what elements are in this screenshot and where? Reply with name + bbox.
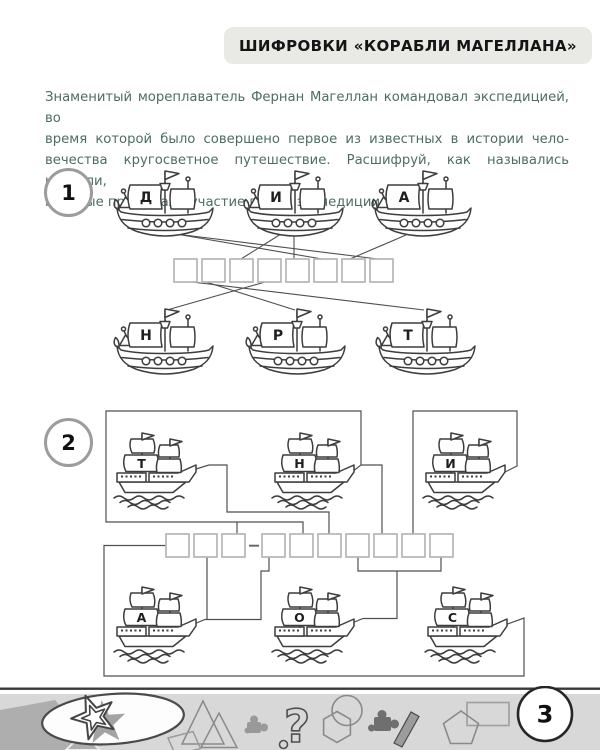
- puzzle1-answer-square-2[interactable]: [201, 258, 226, 283]
- puzzle2-answer-square-7[interactable]: [429, 533, 454, 558]
- connector-line: [166, 281, 266, 311]
- caravel-ship-Д: Д: [113, 170, 214, 237]
- connector-line: [191, 281, 425, 311]
- puzzle1-answer-square-5[interactable]: [285, 258, 310, 283]
- puzzle1-answer-square-3[interactable]: [229, 258, 254, 283]
- ship-letter: Т: [137, 456, 146, 471]
- star-icon: [70, 694, 115, 741]
- ship-letter: А: [399, 190, 410, 206]
- ship-letter: Д: [140, 190, 152, 206]
- footer-decor-bar: ? 3: [0, 686, 600, 750]
- ship-letter: А: [137, 610, 147, 625]
- connector-path: [193, 557, 270, 625]
- galleon-ship-О: О: [271, 586, 355, 664]
- puzzle2-canvas: Т Н И А О С: [103, 410, 525, 677]
- puzzle2-answer-square-1[interactable]: [261, 533, 286, 558]
- caravel-ship-Т: Т: [375, 308, 476, 375]
- connector-line: [205, 281, 296, 311]
- puzzle1-answer-square-6[interactable]: [313, 258, 338, 283]
- puzzle1-answer-square-4[interactable]: [257, 258, 282, 283]
- question-mark-icon: ?: [284, 700, 310, 750]
- connector-path: [103, 544, 525, 677]
- galleon-ship-Н: Н: [271, 432, 355, 510]
- rectangle-icon: [466, 701, 510, 727]
- puzzle1-answer-square-7[interactable]: [341, 258, 366, 283]
- intro-line: Знаменитый мореплаватель Фернан Магеллан…: [45, 90, 569, 126]
- pentagon-icon: [442, 710, 480, 745]
- intro-text: Знаменитый мореплаватель Фернан Магеллан…: [45, 88, 569, 213]
- puzzle1-answer-square-8[interactable]: [369, 258, 394, 283]
- ship-letter: Р: [273, 328, 283, 344]
- puzzle2-answer-square-5[interactable]: [373, 533, 398, 558]
- connector-path: [412, 410, 518, 534]
- ship-letter: О: [294, 610, 305, 625]
- ship-letter: Н: [140, 328, 152, 344]
- footer-separator: [0, 687, 600, 690]
- ship-letter: И: [270, 190, 282, 206]
- puzzle2-answer-square-3[interactable]: [317, 533, 342, 558]
- pencil-icon: [393, 711, 420, 748]
- puzzle2-answer-square-6[interactable]: [401, 533, 426, 558]
- page-number-badge: [516, 686, 574, 743]
- caravel-ship-И: И: [243, 170, 344, 237]
- puzzle2-answer-square-1[interactable]: [165, 533, 190, 558]
- question-dot-icon: [278, 739, 289, 750]
- page-number: 3: [537, 701, 554, 729]
- circle-icon: [331, 694, 363, 727]
- connector-line: [175, 233, 379, 260]
- puzzle2-answer-square-3[interactable]: [221, 533, 246, 558]
- galleon-ship-А: А: [113, 586, 197, 664]
- connector-line: [175, 233, 323, 260]
- triangle-icon: [199, 711, 239, 749]
- puzzle2-answer-square-2[interactable]: [193, 533, 218, 558]
- intro-line: время которой было совершено первое из и…: [45, 131, 569, 147]
- page-title: ШИФРОВКИ «КОРАБЛИ МАГЕЛЛАНА»: [238, 36, 578, 55]
- caravel-ship-Н: Н: [113, 308, 214, 375]
- puzzle1-number-badge: 1: [44, 168, 93, 217]
- page-header-banner: ШИФРОВКИ «КОРАБЛИ МАГЕЛЛАНА»: [224, 27, 592, 64]
- ship-letter: Н: [294, 456, 304, 471]
- connector-line: [240, 233, 282, 260]
- ship-letter: Т: [403, 328, 413, 344]
- connector-line: [349, 234, 407, 260]
- puzzle1-answer-square-1[interactable]: [173, 258, 198, 283]
- connector-path: [195, 464, 330, 534]
- connector-path: [351, 571, 398, 624]
- caravel-ship-Р: Р: [245, 308, 346, 375]
- hexagon-icon: [322, 710, 352, 744]
- caravel-ship-А: А: [371, 170, 472, 237]
- star-inner-outline: [80, 704, 107, 731]
- ship-letter: И: [445, 456, 455, 471]
- puzzle-piece-dark-icon: [368, 710, 399, 732]
- galleon-ship-С: С: [424, 586, 508, 664]
- connector-path: [357, 557, 442, 572]
- connector-path: [361, 464, 383, 534]
- puzzle-piece-icon: [244, 715, 268, 734]
- galleon-ship-Т: Т: [113, 432, 197, 510]
- puzzle1-canvas: Д И А Н Р Т: [113, 170, 476, 375]
- puzzle2-answer-square-4[interactable]: [345, 533, 370, 558]
- puzzle2-answer-square-2[interactable]: [289, 533, 314, 558]
- galleon-ship-И: И: [422, 432, 506, 510]
- ship-letter: С: [448, 610, 457, 625]
- puzzle2-number-badge: 2: [44, 418, 93, 467]
- tilted-square-icon: [166, 730, 202, 750]
